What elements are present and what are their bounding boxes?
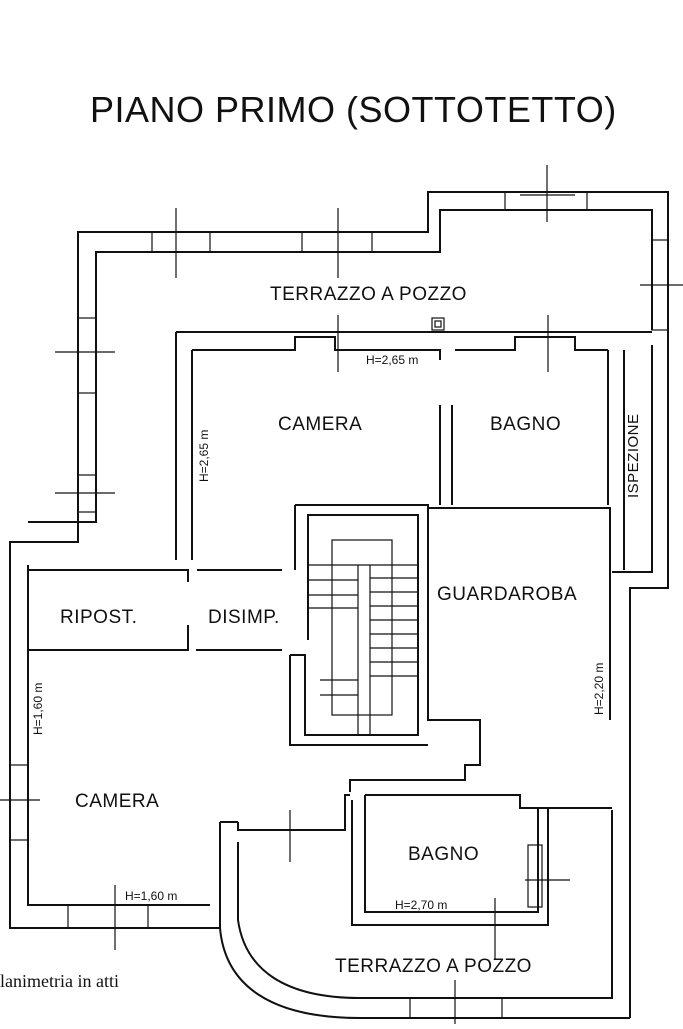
- label-guardaroba: GUARDAROBA: [437, 584, 577, 605]
- label-terrazzo-bottom: TERRAZZO A POZZO: [335, 956, 532, 977]
- height-camera-bottom-vertical: H=1,60 m: [31, 683, 45, 735]
- height-camera-bottom: H=1,60 m: [125, 889, 177, 903]
- height-guardaroba: H=2,20 m: [592, 663, 606, 715]
- height-camera-vertical: H=2,65 m: [197, 430, 211, 482]
- height-bagno-bottom: H=2,70 m: [395, 898, 447, 912]
- interior-walls: [28, 331, 652, 926]
- label-bagno-bottom: BAGNO: [408, 844, 479, 865]
- outer-walls: [9, 191, 669, 1019]
- label-bagno-top: BAGNO: [490, 414, 561, 435]
- plan-title: PIANO PRIMO (SOTTOTETTO): [90, 89, 617, 130]
- label-terrazzo-top: TERRAZZO A POZZO: [270, 284, 467, 305]
- label-disimp: DISIMP.: [208, 607, 280, 628]
- label-ispezione: ISPEZIONE: [625, 413, 642, 498]
- windows: [0, 165, 683, 1024]
- staircase: [307, 539, 418, 735]
- label-camera-bottom: CAMERA: [75, 791, 159, 812]
- label-ripost: RIPOST.: [60, 607, 137, 628]
- label-camera-top: CAMERA: [278, 414, 362, 435]
- height-top: H=2,65 m: [366, 353, 418, 367]
- note-planimetria: lanimetria in atti: [0, 971, 119, 991]
